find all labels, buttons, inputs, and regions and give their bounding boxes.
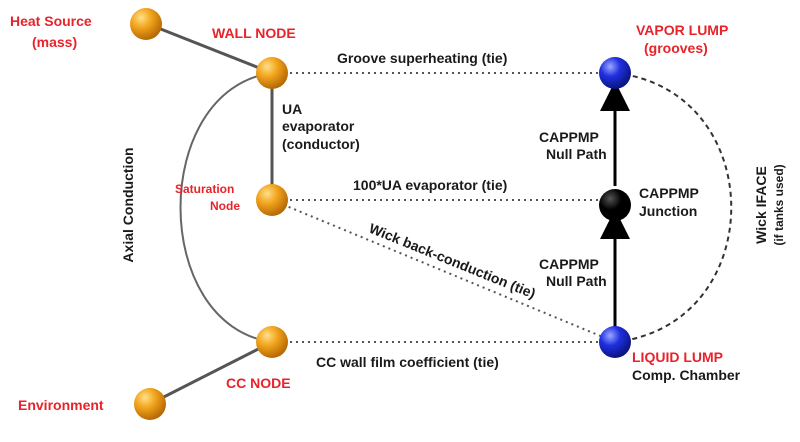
null-path-upper-label-line1: CAPPMP xyxy=(539,129,599,145)
ua-evaporator-label-line2: evaporator xyxy=(282,118,355,134)
liquid-lump-label-line2: Comp. Chamber xyxy=(632,367,741,383)
wall-node xyxy=(256,57,288,89)
cc-environment-link xyxy=(149,340,273,406)
vapor-lump-label-line2: (grooves) xyxy=(644,40,708,56)
axial-conduction-arc xyxy=(179,72,273,343)
saturation-node-label-line1: Saturation xyxy=(175,182,234,196)
wick-back-conduction-tie xyxy=(271,199,616,343)
wick-back-conduction-label: Wick back-conduction (tie) xyxy=(367,220,538,302)
heat-source-label-line2: (mass) xyxy=(32,34,77,50)
cc-node-label: CC NODE xyxy=(226,375,291,391)
ua-evaporator-label-line3: (conductor) xyxy=(282,136,360,152)
heat-source-node xyxy=(130,8,162,40)
ua100-evaporator-label: 100*UA evaporator (tie) xyxy=(353,177,507,193)
axial-conduction-label: Axial Conduction xyxy=(120,147,136,262)
heat-source-label-line1: Heat Source xyxy=(10,13,92,29)
cappmp-junction-node xyxy=(599,189,631,221)
ua-evaporator-label-line1: UA xyxy=(282,101,302,117)
saturation-node-label-line2: Node xyxy=(210,199,240,213)
junction-label-line2: Junction xyxy=(639,203,697,219)
cc-node xyxy=(256,326,288,358)
null-path-lower-label-line2: Null Path xyxy=(546,273,607,289)
wall-node-label: WALL NODE xyxy=(212,25,296,41)
vapor-lump-node xyxy=(599,57,631,89)
groove-superheating-label: Groove superheating (tie) xyxy=(337,50,507,66)
cc-wall-film-label: CC wall film coefficient (tie) xyxy=(316,354,499,370)
wick-iface-label-line1: Wick IFACE xyxy=(753,166,769,244)
wick-iface-arc xyxy=(614,72,733,343)
liquid-lump-node xyxy=(599,326,631,358)
environment-label: Environment xyxy=(18,397,104,413)
liquid-lump-label-line1: LIQUID LUMP xyxy=(632,349,723,365)
heat-source-wall-link xyxy=(147,22,273,75)
junction-label-line1: CAPPMP xyxy=(639,185,699,201)
null-path-upper-label-line2: Null Path xyxy=(546,146,607,162)
environment-node xyxy=(134,388,166,420)
vapor-lump-label-line1: VAPOR LUMP xyxy=(636,22,728,38)
saturation-node xyxy=(256,184,288,216)
null-path-lower-label-line1: CAPPMP xyxy=(539,256,599,272)
wick-iface-label-line2: (if tanks used) xyxy=(772,164,786,245)
